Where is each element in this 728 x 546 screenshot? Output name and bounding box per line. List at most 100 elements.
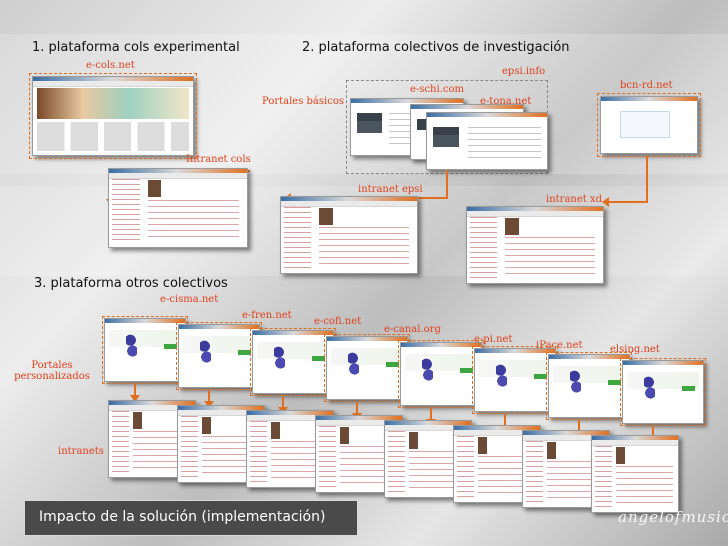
shot-photo bbox=[202, 417, 211, 434]
shot-photo bbox=[505, 218, 519, 235]
label-portales-personalizados: Portales personalizados bbox=[4, 360, 100, 382]
label-portales-basicos: Portales básicos bbox=[262, 96, 344, 107]
screenshot-e-cols-portal bbox=[32, 76, 194, 156]
label-portales-line-2: personalizados bbox=[14, 371, 90, 382]
shot-bar bbox=[592, 436, 678, 440]
shot-image-2 bbox=[433, 135, 460, 147]
shot-header bbox=[33, 81, 193, 87]
shot-photo bbox=[409, 432, 418, 449]
shot-photo bbox=[147, 180, 162, 198]
connector-xd-arrow bbox=[602, 197, 648, 207]
shot-header bbox=[523, 435, 609, 441]
shot-bar bbox=[351, 99, 463, 103]
shot-photo bbox=[133, 412, 142, 429]
connector-arrow-1 bbox=[130, 384, 140, 402]
screenshot-e-tona bbox=[426, 112, 548, 170]
shot-figure bbox=[495, 362, 507, 388]
shot-bar bbox=[109, 169, 247, 173]
label-intranets: intranets bbox=[58, 446, 104, 457]
shot-header bbox=[109, 173, 247, 179]
label-e-tona: e-tona.net bbox=[480, 96, 532, 107]
shot-text bbox=[616, 466, 673, 506]
label-e-pi: e-pi.net bbox=[474, 334, 513, 345]
shot-bar bbox=[247, 411, 333, 415]
footer-banner: Impacto de la solución (implementación) bbox=[24, 500, 358, 536]
shot-image bbox=[357, 113, 382, 125]
screenshot-portal-5 bbox=[400, 342, 482, 406]
shot-bar bbox=[385, 421, 471, 425]
label-intranet-cols: Intranet cols bbox=[186, 154, 251, 165]
shot-text bbox=[505, 237, 595, 277]
shot-bar bbox=[454, 426, 540, 430]
shot-button bbox=[534, 373, 547, 380]
screenshot-intranet-epsi bbox=[280, 196, 418, 274]
shot-photo bbox=[478, 437, 487, 454]
shot-header bbox=[592, 440, 678, 446]
shot-figure bbox=[199, 338, 211, 364]
connector-arrow-4 bbox=[352, 402, 362, 420]
label-e-cofi: e-cofi.net bbox=[314, 316, 362, 327]
shot-bar bbox=[475, 349, 555, 353]
label-intranet-xd: intranet xd bbox=[546, 194, 602, 205]
shot-text bbox=[467, 127, 541, 163]
shot-button bbox=[608, 379, 621, 386]
shot-diagram bbox=[620, 111, 671, 139]
shot-bar bbox=[467, 207, 603, 211]
shot-bar bbox=[327, 337, 407, 341]
screenshot-portal-4 bbox=[326, 336, 408, 400]
shot-photo bbox=[547, 442, 556, 459]
shot-button bbox=[238, 349, 251, 356]
shot-photo bbox=[319, 208, 333, 225]
signature-logo: angelofmusic bbox=[618, 508, 728, 526]
shot-sidebar bbox=[388, 431, 406, 493]
shot-bar bbox=[33, 77, 193, 81]
section-2-heading: 2. plataforma colectivos de investigació… bbox=[302, 40, 570, 55]
section-3-heading: 3. plataforma otros colectivos bbox=[34, 276, 228, 291]
shot-bar bbox=[523, 431, 609, 435]
shot-figure bbox=[421, 356, 433, 382]
shot-sidebar bbox=[595, 446, 613, 508]
shot-figure bbox=[569, 368, 581, 394]
shot-bar bbox=[105, 319, 185, 323]
screenshot-portal-7 bbox=[548, 354, 630, 418]
shot-header bbox=[178, 410, 264, 416]
shot-bar bbox=[601, 97, 697, 101]
shot-figure bbox=[643, 374, 655, 400]
shot-image bbox=[433, 127, 460, 139]
shot-sidebar bbox=[470, 217, 498, 279]
connector-epsi-v bbox=[446, 170, 448, 198]
connector-arrow-3 bbox=[278, 396, 288, 414]
screenshot-portal-6 bbox=[474, 348, 556, 412]
shot-sidebar bbox=[284, 207, 312, 269]
shot-text bbox=[147, 200, 239, 241]
dashed-frame-portal-8 bbox=[620, 358, 706, 426]
shot-button bbox=[460, 367, 473, 374]
shot-button bbox=[312, 355, 325, 362]
shot-button bbox=[386, 361, 399, 368]
shot-sidebar bbox=[250, 421, 268, 483]
screenshot-portal-1 bbox=[104, 318, 186, 382]
shot-sidebar bbox=[319, 426, 337, 488]
label-e-canal: e-canal.org bbox=[384, 324, 441, 335]
shot-header bbox=[454, 430, 540, 436]
connector-arrow-5 bbox=[426, 408, 436, 426]
label-e-cisma: e-cisma.net bbox=[160, 294, 219, 305]
shot-bar bbox=[427, 113, 547, 117]
screenshot-bcn-rd bbox=[600, 96, 698, 154]
shot-figure bbox=[347, 350, 359, 376]
label-intranet-epsi: intranet epsi bbox=[358, 184, 423, 195]
shot-sidebar bbox=[526, 441, 544, 503]
label-bcn-rd: bcn-rd.net bbox=[620, 80, 673, 91]
shot-bar bbox=[549, 355, 629, 359]
shot-header bbox=[316, 420, 402, 426]
shot-figure bbox=[273, 344, 285, 370]
shot-header bbox=[109, 405, 195, 411]
shot-bar bbox=[623, 361, 703, 365]
shot-bar bbox=[253, 331, 333, 335]
shot-button bbox=[164, 343, 177, 350]
shot-bar bbox=[316, 416, 402, 420]
connector-arrow-2 bbox=[204, 390, 214, 408]
connector-xd-v bbox=[646, 156, 648, 202]
shot-photo bbox=[271, 422, 280, 439]
label-portales-line-1: Portales bbox=[31, 360, 73, 371]
